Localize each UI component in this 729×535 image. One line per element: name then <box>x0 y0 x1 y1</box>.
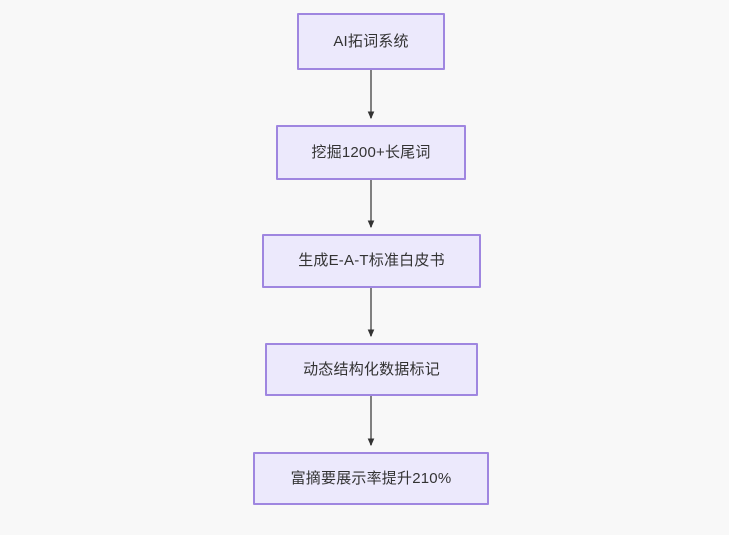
node-label: 富摘要展示率提升210% <box>290 469 452 487</box>
flowchart-node-longtail-keywords[interactable]: 挖掘1200+长尾词 <box>276 125 466 180</box>
flowchart-node-ai-keyword-system[interactable]: AI拓词系统 <box>297 13 445 70</box>
flowchart-node-structured-data-markup[interactable]: 动态结构化数据标记 <box>265 343 478 396</box>
node-label: 挖掘1200+长尾词 <box>311 143 431 161</box>
flowchart-node-rich-snippet-result[interactable]: 富摘要展示率提升210% <box>253 452 489 505</box>
flowchart-node-eat-whitepaper[interactable]: 生成E-A-T标准白皮书 <box>262 234 481 288</box>
node-label: AI拓词系统 <box>333 32 409 50</box>
node-label: 生成E-A-T标准白皮书 <box>298 252 445 269</box>
node-label: 动态结构化数据标记 <box>303 360 440 378</box>
